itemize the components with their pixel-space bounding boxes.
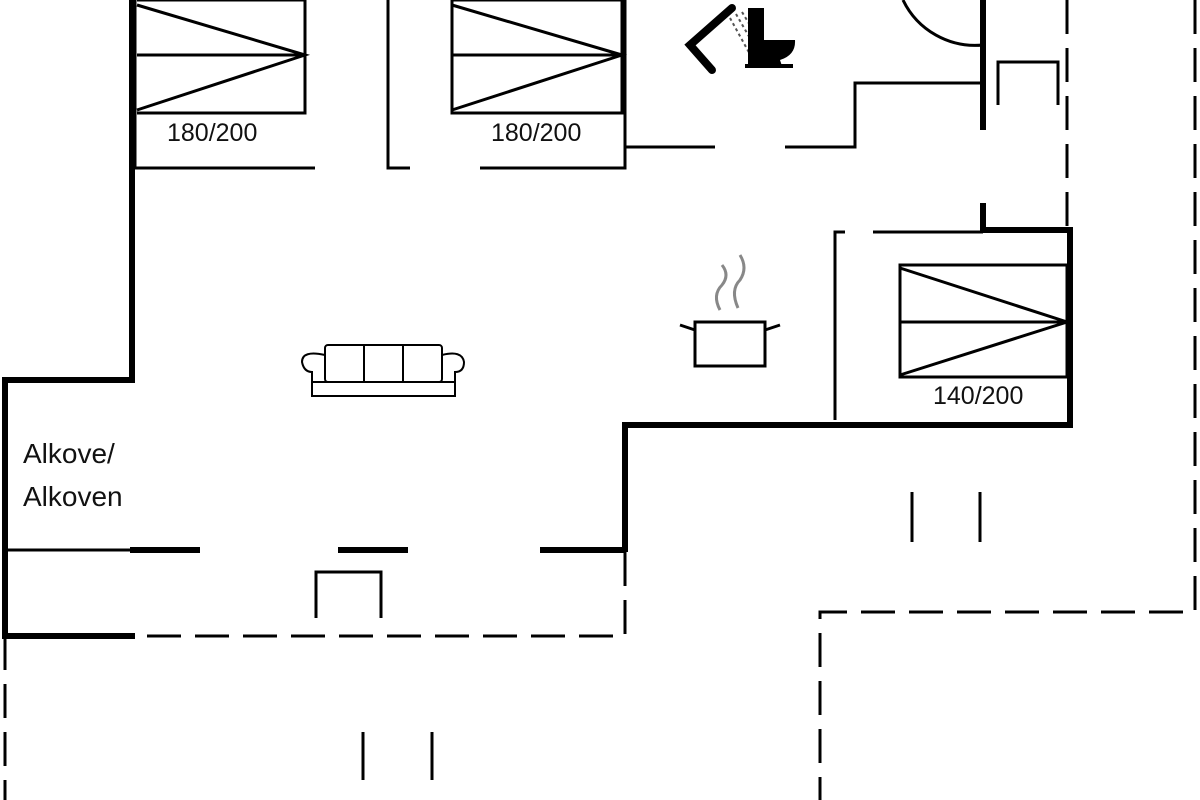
- bed-size-label: 180/200: [491, 119, 582, 147]
- bed-icon: [898, 263, 1072, 379]
- bed-icon: [136, 0, 311, 115]
- interior-walls: [5, 0, 1060, 780]
- sofa-icon: [300, 344, 466, 397]
- toilet-icon: [745, 8, 796, 68]
- bed-icon: [450, 0, 628, 115]
- cooking-pot-icon: [679, 254, 781, 368]
- bed-size-label: 140/200: [933, 382, 1024, 410]
- alcove-label-line1: Alkove/: [23, 438, 115, 469]
- alcove-label-line2: Alkoven: [23, 481, 123, 512]
- terrace-outline: [3, 0, 1197, 800]
- bed-size-label: 180/200: [167, 119, 258, 147]
- exterior-walls: [2, 0, 1073, 639]
